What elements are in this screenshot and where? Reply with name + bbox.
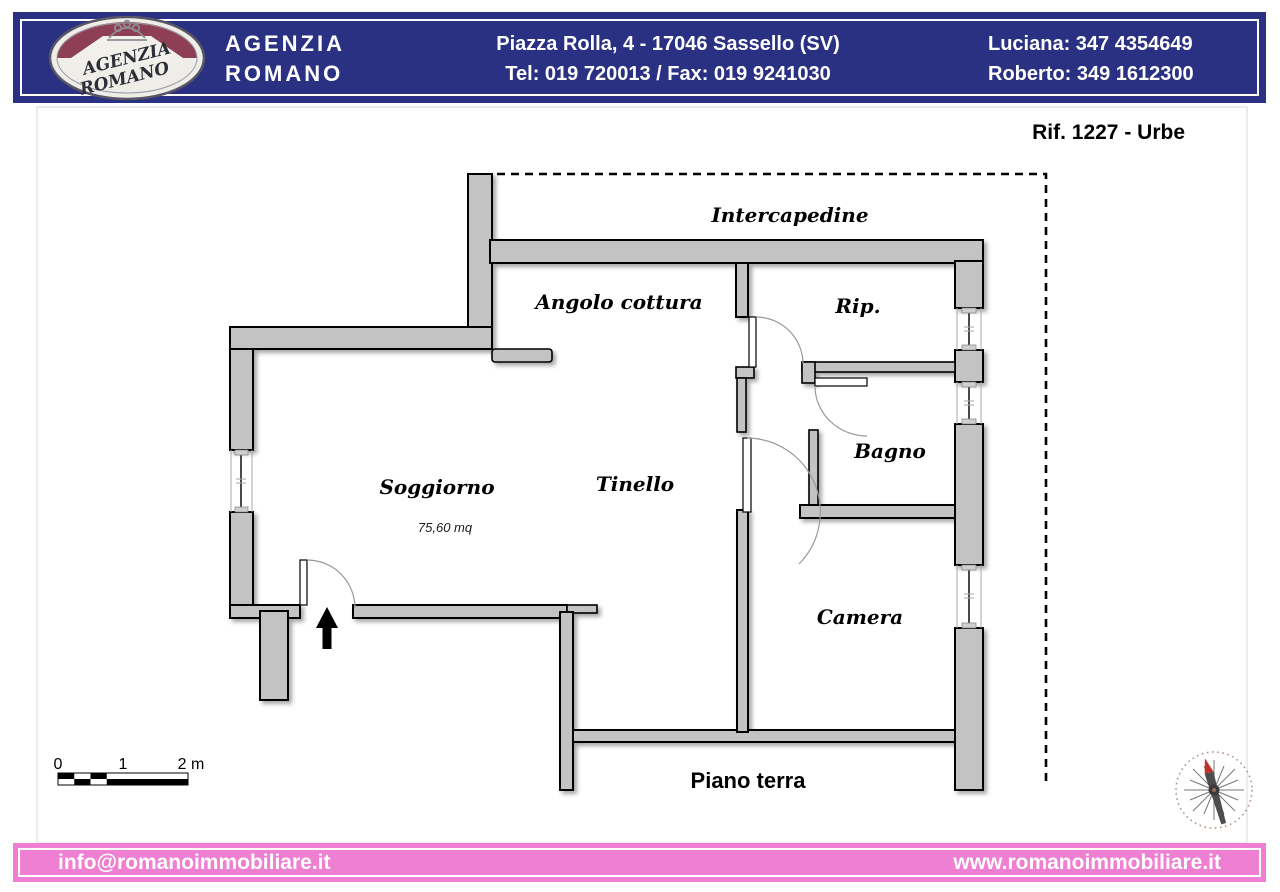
agency-name-line1: AGENZIA [225,31,345,56]
footer-inner-border: info@romanoimmobiliare.it www.romanoimmo… [18,848,1261,877]
room-label-soggiorno: Soggiorno [379,475,494,499]
agency-contacts: Luciana: 347 4354649 Roberto: 349 161230… [988,29,1194,89]
listing-reference: Rif. 1227 - Urbe [1032,121,1185,144]
windows [230,307,982,629]
door-camera [742,437,821,565]
agency-name: AGENZIA ROMANO [225,29,345,89]
agency-address: Piazza Rolla, 4 - 17046 Sassello (SV) Te… [443,29,893,89]
room-label-tinello: Tinello [596,472,674,496]
scale-tick-2m: 2 m [178,756,205,773]
footer-website: www.romanoimmobiliare.it [953,850,1221,874]
contact-roberto: Roberto: 349 1612300 [988,63,1194,85]
entrance-arrow-icon [316,607,338,649]
room-label-camera: Camera [817,605,903,629]
header-bar: AGENZIA ROMANO AGENZIA ROMANO Piazza Rol… [13,12,1266,103]
area-label: 75,60 mq [418,520,473,535]
footer-email: info@romanoimmobiliare.it [58,850,331,874]
header-inner-border [20,19,1259,96]
logo-crest-icon [107,19,147,41]
walls [229,173,984,791]
agency-logo: AGENZIA ROMANO [47,15,207,101]
floor-label: Piano terra [691,768,807,793]
scale-tick-0: 0 [54,756,63,773]
contact-luciana: Luciana: 347 4354649 [988,33,1193,55]
window-bagno [956,381,982,425]
door-bagno [814,377,868,437]
window-camera [956,564,982,629]
scale-bar: 0 1 2 m [54,756,205,786]
room-label-rip: Rip. [834,294,880,318]
door-rip [748,316,804,368]
room-label-angolo-cottura: Angolo cottura [533,290,702,314]
intercapedine-dashed-boundary [497,172,1048,786]
address-line: Piazza Rolla, 4 - 17046 Sassello (SV) [496,33,840,55]
door-entrance [299,559,356,609]
agency-name-line2: ROMANO [225,61,344,86]
room-label-bagno: Bagno [853,439,926,463]
window-soggiorno [230,449,253,513]
phone-fax-line: Tel: 019 720013 / Fax: 019 9241030 [505,63,831,85]
footer-bar: info@romanoimmobiliare.it www.romanoimmo… [13,843,1266,882]
room-label-intercapedine: Intercapedine [710,203,868,227]
doors [299,316,868,649]
compass-icon [1175,751,1253,829]
window-rip [956,307,982,351]
scale-tick-1: 1 [119,756,128,773]
